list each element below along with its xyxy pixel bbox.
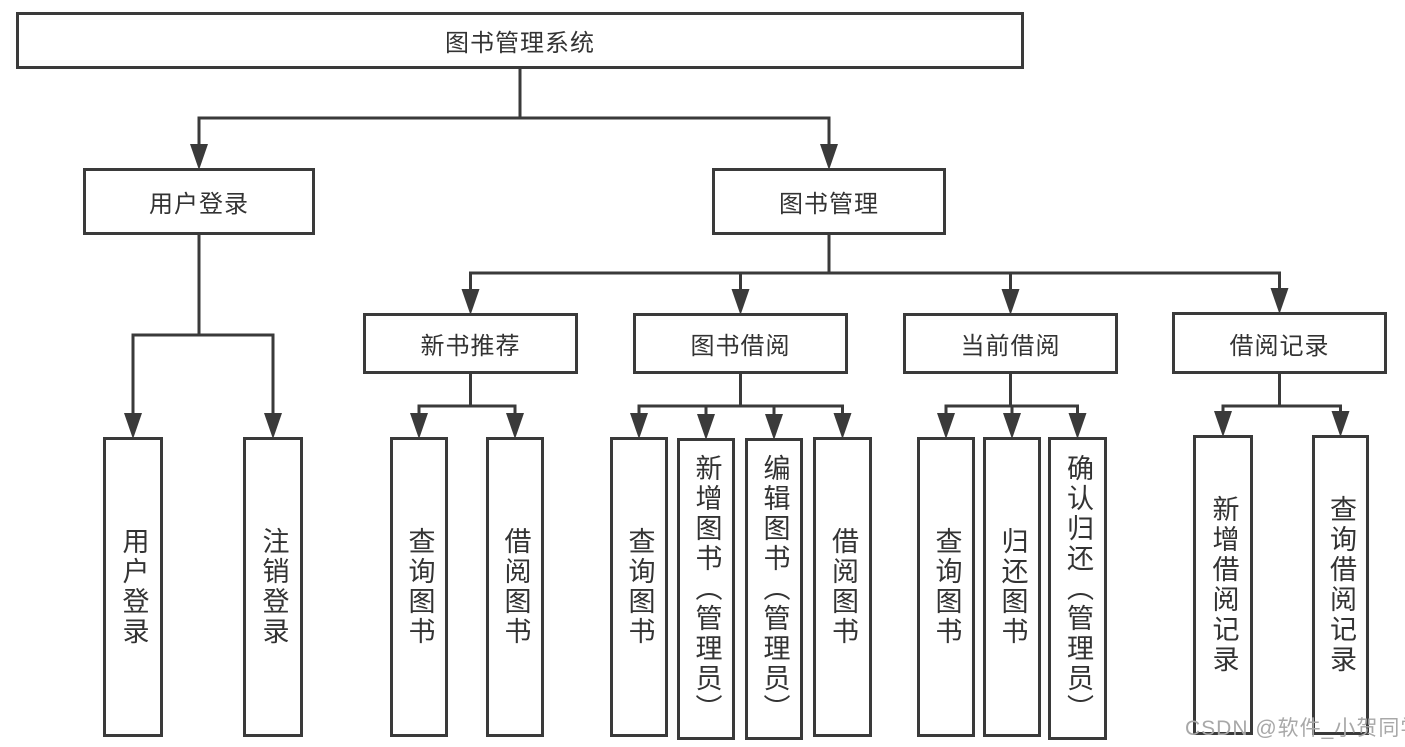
node-book-borrow: 图书借阅: [633, 313, 848, 374]
node-label: 借阅图书: [500, 527, 531, 647]
node-nb-query-books: 查询图书: [390, 437, 448, 737]
node-br-add-record: 新增借阅记录: [1193, 435, 1253, 735]
node-bb-borrow-books: 借阅图书: [813, 437, 872, 737]
node-label: 归还图书: [997, 527, 1028, 647]
node-label: 查询图书: [931, 527, 962, 647]
node-current-borrow: 当前借阅: [903, 313, 1118, 374]
node-nb-borrow-books: 借阅图书: [486, 437, 544, 737]
node-label: 用户登录: [149, 191, 249, 218]
node-leaf-user-login: 用户登录: [103, 437, 163, 737]
node-new-book-rec: 新书推荐: [363, 313, 578, 374]
node-label: 注销登录: [258, 527, 289, 647]
node-leaf-logout: 注销登录: [243, 437, 303, 737]
node-book-mgmt: 图书管理: [712, 168, 946, 235]
node-label: 查询借阅记录: [1326, 495, 1356, 675]
node-label: 当前借阅: [960, 333, 1061, 360]
node-label: 新增借阅记录: [1208, 495, 1239, 675]
watermark: CSDN @软件_小贺同学: [1185, 717, 1405, 740]
node-bb-edit-books: 编辑图书（管理员）: [745, 438, 803, 740]
node-label: 查询图书: [404, 527, 435, 647]
node-label: 确认归还（管理员）: [1063, 453, 1093, 724]
node-label: 用户登录: [118, 527, 149, 647]
node-cb-confirm-return: 确认归还（管理员）: [1048, 437, 1107, 740]
node-cb-query-books: 查询图书: [917, 437, 975, 737]
node-bb-add-books: 新增图书（管理员）: [677, 438, 735, 740]
node-borrow-records: 借阅记录: [1172, 312, 1387, 374]
node-cb-return-books: 归还图书: [983, 437, 1041, 737]
node-label: 借阅图书: [828, 527, 858, 647]
node-label: 新书推荐: [420, 333, 521, 360]
node-label: 借阅记录: [1229, 332, 1330, 360]
node-label: 图书管理系统: [445, 30, 595, 57]
node-label: 新增图书（管理员）: [691, 454, 722, 724]
node-bb-query-books: 查询图书: [610, 437, 668, 737]
node-label: 图书管理: [779, 191, 879, 218]
node-label: 图书借阅: [690, 333, 791, 360]
node-label: 查询图书: [624, 527, 655, 647]
node-label: 编辑图书（管理员）: [759, 454, 790, 724]
node-br-query-record: 查询借阅记录: [1312, 435, 1369, 735]
node-root: 图书管理系统: [16, 12, 1024, 69]
node-user-login: 用户登录: [83, 168, 315, 235]
